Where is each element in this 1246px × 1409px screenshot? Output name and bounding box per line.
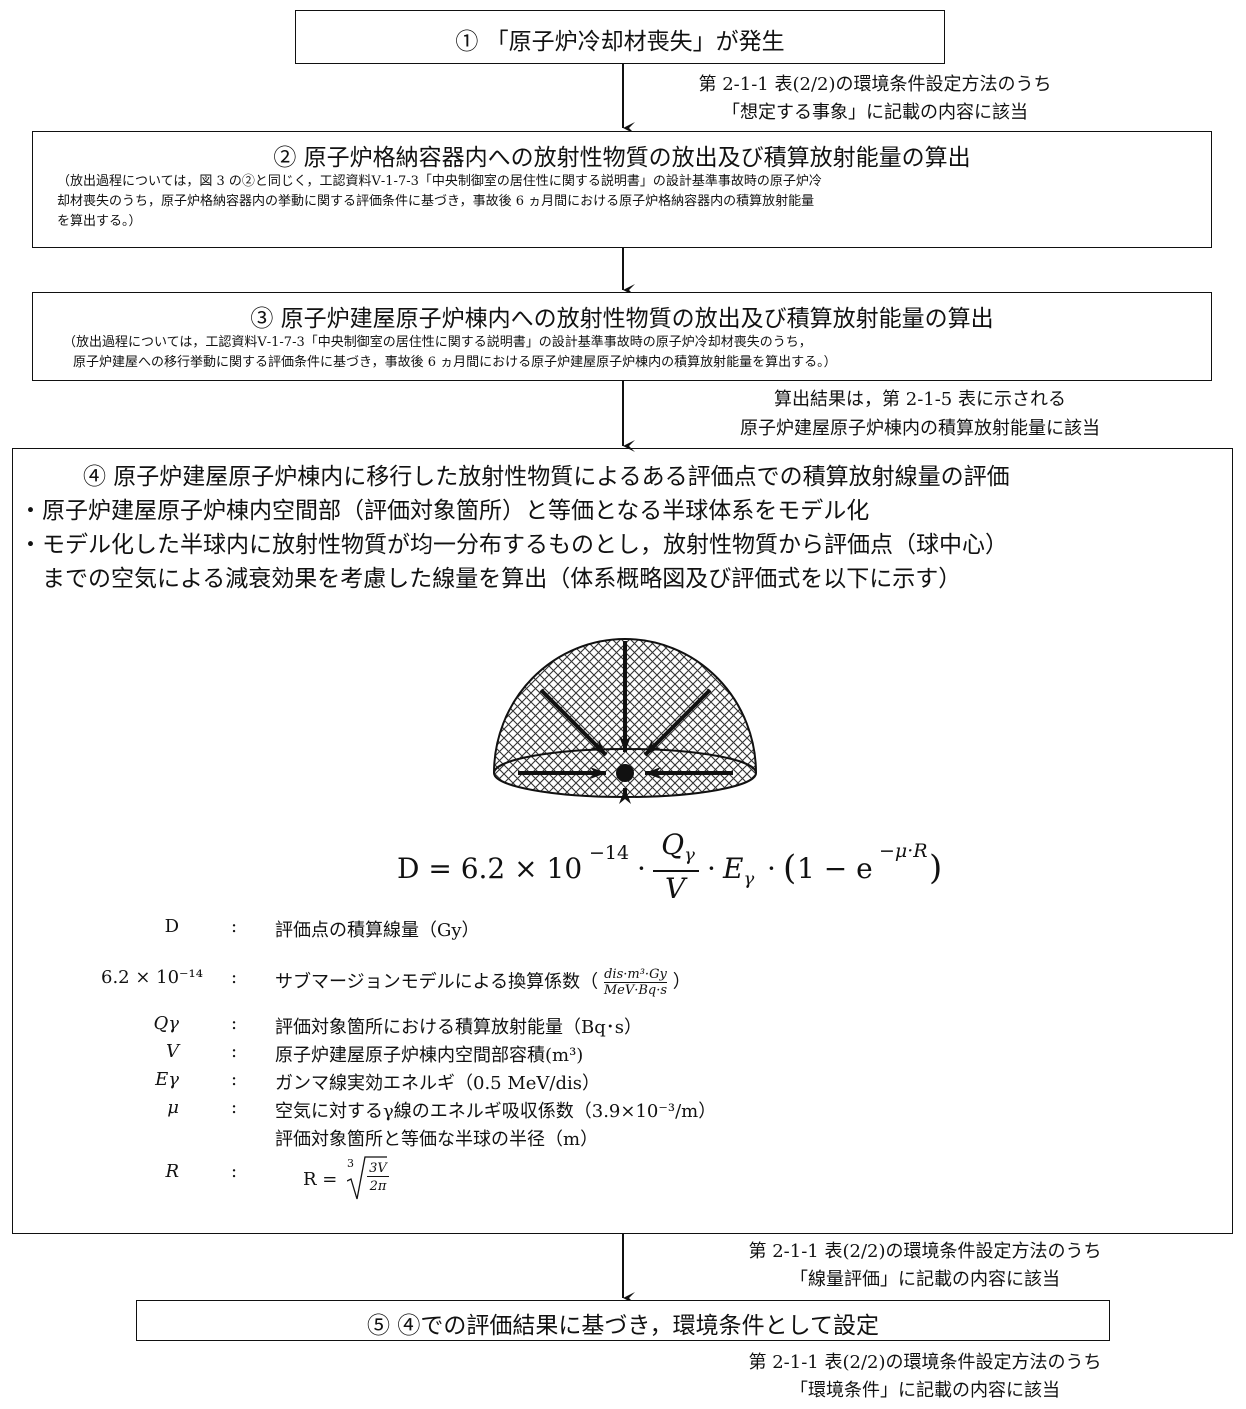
final-note-line2: 「環境条件」に記載の内容に該当 [790, 1380, 1060, 1401]
legend-sym-Q: Qγ [153, 1013, 179, 1034]
step2-box: ② 原子炉格納容器内への放射性物質の放出及び積算放射能量の算出 （放出過程につい… [32, 131, 1212, 248]
step3-note-line2: 原子炉建屋への移行挙動に関する評価条件に基づき，事故後 6 ヵ月間における原子炉… [73, 355, 837, 370]
step5-box: ⑤ ④での評価結果に基づき，環境条件として設定 [136, 1300, 1110, 1341]
step2-title: ② 原子炉格納容器内への放射性物質の放出及び積算放射能量の算出 [273, 145, 971, 171]
hemisphere-model [493, 638, 757, 804]
arrow1-note-line2: 「想定する事象」に記載の内容に該当 [722, 102, 1028, 123]
step3-title: ③ 原子炉建屋原子炉棟内への放射性物質の放出及び積算放射能量の算出 [250, 306, 994, 332]
arrow3-note-line1: 算出結果は，第 2-1-5 表に示される [774, 389, 1066, 410]
step2-note-line3: を算出する。） [57, 214, 142, 229]
step2-note-line1: （放出過程については，図 3 の②と同じく，工認資料Ⅴ-1-7-3「中央制御室の… [57, 174, 822, 189]
legend-sym-E: Eγ [155, 1069, 179, 1090]
final-note-line1: 第 2-1-1 表(2/2)の環境条件設定方法のうち [748, 1352, 1102, 1373]
legend-desc-Q: 評価対象箇所における積算放射能量（Bq･s） [275, 1017, 642, 1038]
step1-title: ① 「原子炉冷却材喪失」が発生 [455, 29, 785, 55]
arrow3-note-line2: 原子炉建屋原子炉棟内の積算放射能量に該当 [740, 418, 1100, 439]
legend-desc-E: ガンマ線実効エネルギ（0.5 MeV/dis） [275, 1073, 601, 1094]
step5-title: ⑤ ④での評価結果に基づき，環境条件として設定 [367, 1313, 879, 1339]
step1-box: ① 「原子炉冷却材喪失」が発生 [295, 10, 945, 64]
legend-desc-V: 原子炉建屋原子炉棟内空間部容積(m³) [275, 1045, 584, 1066]
step4-title: ④ 原子炉建屋原子炉棟内に移行した放射性物質によるある評価点での積算放射線量の評… [83, 464, 1010, 490]
arrow1-note-line1: 第 2-1-1 表(2/2)の環境条件設定方法のうち [698, 74, 1052, 95]
arrow4-note-line2: 「線量評価」に記載の内容に該当 [790, 1269, 1060, 1290]
legend-sym-coef: 6.2 × 10⁻¹⁴ [101, 967, 203, 988]
step4-bullet3: までの空気による減衰効果を考慮した線量を算出（体系概略図及び評価式を以下に示す） [19, 566, 962, 592]
legend-desc-mu: 空気に対するγ線のエネルギ吸収係数（3.9×10⁻³/m） [275, 1101, 717, 1122]
step4-bullet2: ・モデル化した半球内に放射性物質が均一分布するものとし，放射性物質から評価点（球… [19, 532, 1008, 558]
evaluation-point [616, 764, 634, 782]
legend-desc-D: 評価点の積算線量（Gy） [275, 920, 480, 941]
step4-box: ④ 原子炉建屋原子炉棟内に移行した放射性物質によるある評価点での積算放射線量の評… [12, 448, 1233, 1234]
legend-sym-mu: μ [167, 1097, 179, 1118]
legend-desc-coef: サブマージョンモデルによる換算係数（ dis·m³·Gy MeV·Bq·s ） [275, 967, 691, 998]
legend-sym-V: V [166, 1041, 179, 1062]
step4-bullet1: ・原子炉建屋原子炉棟内空間部（評価対象箇所）と等価となる半球体系をモデル化 [19, 498, 870, 524]
legend-sym-R: R [165, 1161, 179, 1182]
step3-note-line1: （放出過程については，工認資料Ⅴ-1-7-3「中央制御室の居住性に関する説明書」… [63, 335, 812, 350]
arrow4-note-line1: 第 2-1-1 表(2/2)の環境条件設定方法のうち [748, 1241, 1102, 1262]
legend-desc-R: 評価対象箇所と等価な半球の半径（m） [275, 1129, 599, 1150]
step2-note-line2: 却材喪失のうち，原子炉格納容器内の挙動に関する評価条件に基づき，事故後 6 ヵ月… [57, 194, 815, 209]
legend-sym-D: D [164, 916, 179, 937]
step3-box: ③ 原子炉建屋原子炉棟内への放射性物質の放出及び積算放射能量の算出 （放出過程に… [32, 292, 1212, 381]
